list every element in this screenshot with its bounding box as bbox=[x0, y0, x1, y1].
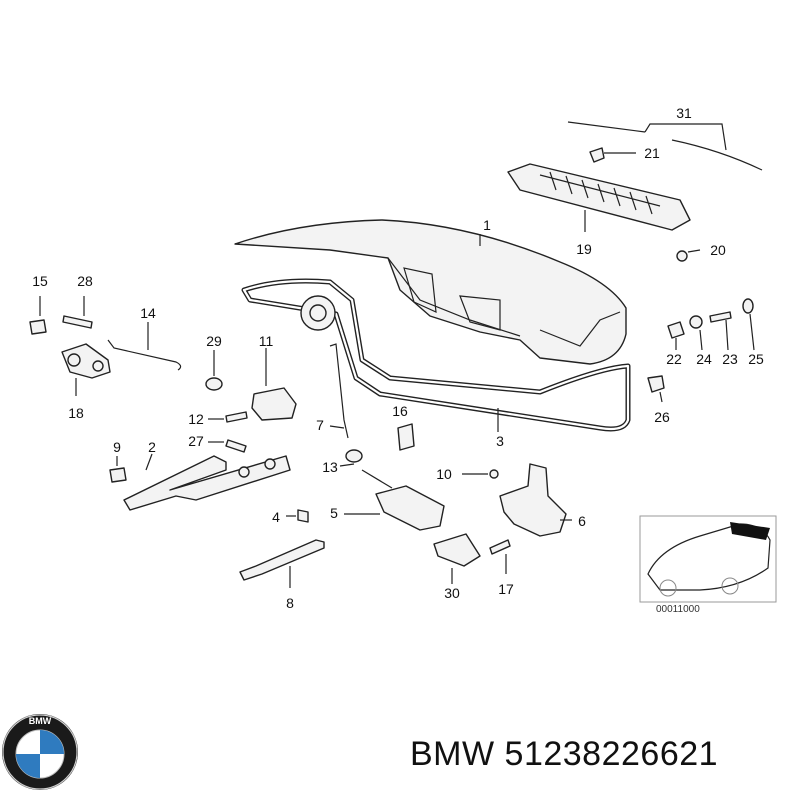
part-29-clip bbox=[205, 350, 223, 391]
callout-19: 19 bbox=[576, 241, 592, 257]
part-30-gasket bbox=[433, 533, 481, 584]
part-8-strut bbox=[239, 539, 325, 588]
part-23-screw bbox=[709, 311, 732, 351]
part-9-bracket bbox=[109, 456, 127, 483]
callout-24: 24 bbox=[696, 351, 712, 367]
callout-18: 18 bbox=[68, 405, 84, 421]
part-3-seal bbox=[241, 278, 631, 432]
callout-4: 4 bbox=[272, 509, 280, 525]
callout-10: 10 bbox=[436, 466, 452, 482]
part-21-clip bbox=[589, 147, 636, 163]
bmw-logo: BMW bbox=[2, 714, 78, 790]
callout-20: 20 bbox=[710, 242, 726, 258]
part-28-bolt bbox=[62, 296, 93, 329]
callout-22: 22 bbox=[666, 351, 682, 367]
callout-31: 31 bbox=[676, 105, 692, 121]
inset-code: 00011000 bbox=[656, 604, 700, 615]
part-16-buffer bbox=[397, 423, 415, 451]
callout-17: 17 bbox=[498, 581, 514, 597]
part-6-latch bbox=[499, 463, 572, 537]
part-7-rod bbox=[329, 343, 349, 439]
part-26-clip bbox=[647, 375, 665, 403]
caption-part-number: 51238226621 bbox=[504, 735, 719, 773]
callout-8: 8 bbox=[286, 595, 294, 611]
callout-14: 14 bbox=[140, 305, 156, 321]
caption-brand: BMW bbox=[410, 735, 495, 773]
callout-9: 9 bbox=[113, 439, 121, 455]
callout-27: 27 bbox=[188, 433, 204, 449]
callout-3: 3 bbox=[496, 433, 504, 449]
part-22-grommet bbox=[667, 321, 685, 350]
callout-11: 11 bbox=[259, 333, 274, 349]
part-2-hinge-arm bbox=[123, 453, 291, 511]
part-5-lock bbox=[344, 469, 445, 531]
inset-car-thumbnail: 00011000 bbox=[639, 515, 777, 615]
part-12-screw bbox=[208, 411, 248, 423]
part-24-nut bbox=[689, 315, 703, 351]
callout-26: 26 bbox=[654, 409, 670, 425]
callout-5: 5 bbox=[330, 505, 338, 521]
callout-6: 6 bbox=[578, 513, 586, 529]
part-15-bolt bbox=[29, 296, 47, 335]
part-11-actuator bbox=[251, 348, 297, 421]
part-14-rod bbox=[107, 322, 182, 371]
part-27-screw bbox=[208, 439, 247, 453]
callout-30: 30 bbox=[444, 585, 460, 601]
caption: BMW 51238226621 bbox=[410, 735, 718, 774]
callout-25: 25 bbox=[748, 351, 764, 367]
part-13-grommet bbox=[339, 449, 363, 467]
callout-2: 2 bbox=[148, 439, 156, 455]
callout-29: 29 bbox=[206, 333, 222, 349]
callout-28: 28 bbox=[77, 273, 93, 289]
part-17-screw bbox=[489, 539, 511, 574]
callout-15: 15 bbox=[32, 273, 48, 289]
part-10-screw bbox=[462, 469, 499, 479]
logo-letters: BMW bbox=[29, 716, 52, 726]
part-20-screw bbox=[676, 249, 701, 262]
part-19-brake-light bbox=[507, 163, 691, 232]
callout-7: 7 bbox=[316, 417, 324, 433]
callout-13: 13 bbox=[322, 459, 338, 475]
part-18-hinge bbox=[61, 343, 111, 396]
part-1-trunk-lid bbox=[234, 219, 627, 365]
callout-1: 1 bbox=[483, 217, 491, 233]
callout-12: 12 bbox=[188, 411, 204, 427]
callout-21: 21 bbox=[644, 145, 660, 161]
part-31-strip bbox=[567, 121, 763, 171]
callout-23: 23 bbox=[722, 351, 738, 367]
part-25-ring bbox=[742, 298, 755, 351]
part-4-nut bbox=[286, 509, 309, 523]
callout-16: 16 bbox=[392, 403, 408, 419]
